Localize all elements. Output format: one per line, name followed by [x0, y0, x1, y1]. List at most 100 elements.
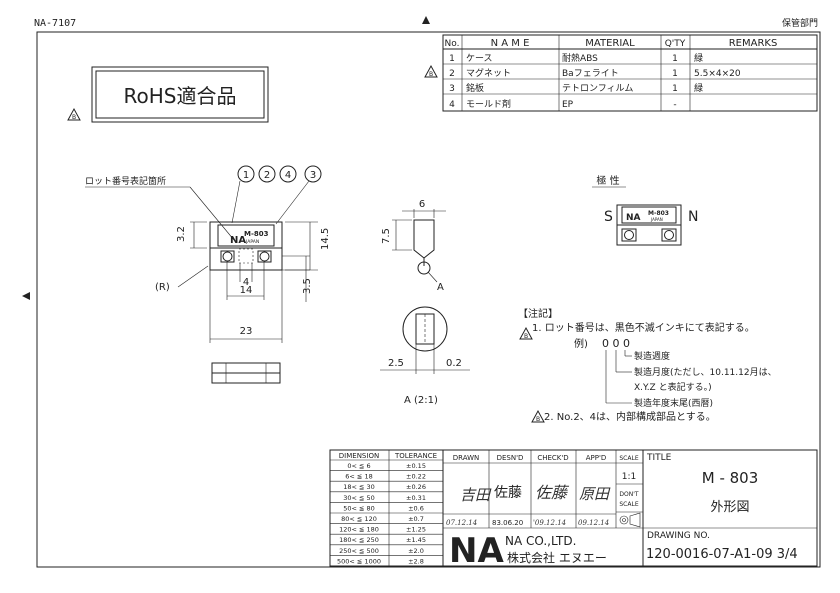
balloon-label: 2 — [264, 170, 270, 181]
polarity-view: 極 性 S N NA M-803 JAPAN — [592, 174, 698, 246]
balloon-label: 4 — [285, 170, 291, 181]
tol-tolerance-cell: ±0.26 — [406, 483, 426, 491]
checkd-label: CHECK'D — [537, 454, 568, 462]
checkd-date: '09.12.14 — [533, 519, 566, 527]
note-line: X.Y.Z と表記する。) — [634, 381, 712, 393]
title-block: DRAWN DESN'D CHECK'D APP'D SCALE 1:1 DON… — [442, 449, 818, 571]
balloon — [304, 165, 322, 183]
parts-header-qty: Q'TY — [665, 39, 686, 49]
polarity-sub: JAPAN — [650, 217, 663, 222]
tol-dimension-cell: 0< ≦ 6 — [347, 462, 370, 470]
example-prefix: 例) — [574, 337, 588, 350]
polarity-logo: NA — [626, 213, 641, 223]
parts-header-remarks: REMARKS — [729, 38, 778, 49]
dim-detail-left: 2.5 — [388, 358, 404, 369]
note1-mark: B — [524, 333, 528, 340]
svg-text:B: B — [72, 114, 76, 121]
detail-label: A (2:1) — [404, 395, 438, 406]
title-drawing: 外形図 — [710, 500, 749, 515]
tol-dimension-cell: 18< ≦ 30 — [343, 483, 375, 491]
revision-triangle: B — [424, 64, 438, 78]
desnd-name: 佐藤 — [494, 485, 522, 501]
note-line: 製造年度末尾(西暦) — [634, 397, 713, 409]
balloon — [258, 165, 276, 183]
tol-header-dimension: DIMENSION — [339, 452, 379, 460]
company-en: NA CO.,LTD. — [505, 534, 576, 548]
tol-tolerance-cell: ±0.7 — [408, 515, 424, 523]
polarity-n: N — [688, 209, 698, 225]
appd-name: 原田 — [579, 485, 611, 503]
revision-triangle: B — [67, 107, 81, 121]
dim-side-top: 6 — [419, 199, 425, 210]
tol-tolerance-cell: ±2.8 — [408, 557, 424, 565]
parts-row-remarks: 緑 — [694, 82, 703, 94]
parts-header-no: No. — [445, 39, 460, 49]
drawing-no-label: DRAWING NO. — [647, 531, 710, 541]
dim-total-height: 14.5 — [320, 228, 331, 250]
tol-dimension-cell: 6< ≦ 18 — [345, 473, 372, 481]
parts-row-remarks: 5.5×4×20 — [694, 69, 741, 79]
tol-dimension-cell: 30< ≦ 50 — [343, 494, 375, 502]
sheet-id: NA-7107 — [34, 18, 76, 29]
tol-dimension-cell: 50< ≦ 80 — [343, 504, 375, 512]
dept-label: 保管部門 — [782, 17, 818, 29]
scale-label: SCALE — [619, 455, 638, 462]
tol-tolerance-cell: ±1.25 — [406, 526, 426, 534]
parts-row-material: EP — [562, 100, 574, 110]
polarity-title: 極 性 — [596, 174, 619, 187]
notes: 【注記】 B 1. ロット番号は、黒色不滅インキにて表記する。 例) 0 0 0… — [518, 307, 777, 423]
appd-date: 09.12.14 — [578, 519, 609, 527]
parts-row-remarks: 緑 — [694, 52, 703, 64]
title-model: M - 803 — [702, 469, 759, 487]
tol-dimension-cell: 180< ≦ 250 — [339, 536, 379, 544]
dim-offset: 3.5 — [302, 278, 313, 294]
note-line: 製造月度(ただし、10.11.12月は、 — [634, 366, 777, 378]
dim-radius: (R) — [155, 282, 170, 293]
parts-row-name: 銘板 — [466, 82, 484, 94]
parts-row-material: Baフェライト — [562, 68, 619, 79]
drawn-name: 吉田 — [460, 486, 492, 504]
rohs-box: RoHS適合品 — [91, 66, 269, 123]
company-jp: 株式会社 エヌエー — [507, 550, 607, 565]
balloon-label: 3 — [310, 170, 316, 181]
parts-row-no: 3 — [449, 84, 455, 94]
parts-row-no: 2 — [449, 69, 455, 79]
drawing-no: 120-0016-07-A1-09 3/4 — [646, 547, 798, 562]
dont-scale: DON'T — [619, 491, 638, 498]
parts-header-material: MATERIAL — [585, 38, 635, 49]
lot-label: ロット番号表記箇所 — [85, 175, 166, 187]
tol-tolerance-cell: ±0.22 — [406, 473, 426, 481]
drawn-date: 07.12.14 — [446, 519, 477, 527]
plate-sub: JAPAN — [245, 239, 259, 245]
side-view: 6 7.5 A 2.5 0.2 A (2:1) — [380, 199, 470, 406]
parts-row-name: モールド剤 — [466, 98, 511, 110]
center-mark-left — [22, 292, 30, 300]
center-mark-top — [422, 16, 430, 24]
tol-tolerance-cell: ±2.0 — [408, 547, 424, 555]
tol-tolerance-cell: ±0.6 — [408, 504, 424, 512]
scale-value: 1:1 — [622, 472, 636, 482]
dim-detail-right: 0.2 — [446, 358, 462, 369]
dim-inner: 4 — [243, 277, 249, 288]
parts-header-name: N A M E — [491, 38, 530, 49]
parts-row-qty: 1 — [672, 84, 678, 94]
appd-label: APP'D — [586, 454, 607, 462]
plate-model: M-803 — [244, 230, 269, 238]
parts-table: No. N A M E MATERIAL Q'TY REMARKS 1 ケース … — [442, 34, 818, 112]
drawn-label: DRAWN — [453, 454, 480, 462]
parts-row-qty: 1 — [672, 69, 678, 79]
balloon — [279, 165, 297, 183]
tol-dimension-cell: 500< ≦ 1000 — [337, 557, 381, 565]
detail-circle — [402, 306, 448, 352]
tol-dimension-cell: 120< ≦ 180 — [339, 526, 379, 534]
note2-mark: B — [536, 416, 540, 423]
tolerance-table: DIMENSION TOLERANCE 0< ≦ 6±0.156< ≦ 18±0… — [329, 449, 444, 567]
dim-height: 3.2 — [176, 226, 187, 242]
note-2: 2. No.2、4は、内部構成部品とする。 — [544, 410, 716, 423]
tol-tolerance-cell: ±1.45 — [406, 536, 426, 544]
svg-text:B: B — [429, 71, 433, 78]
dim-side-height: 7.5 — [381, 228, 392, 244]
example-code: 0 0 0 — [602, 337, 630, 350]
desnd-label: DESN'D — [497, 454, 524, 462]
parts-row-no: 4 — [449, 100, 455, 110]
